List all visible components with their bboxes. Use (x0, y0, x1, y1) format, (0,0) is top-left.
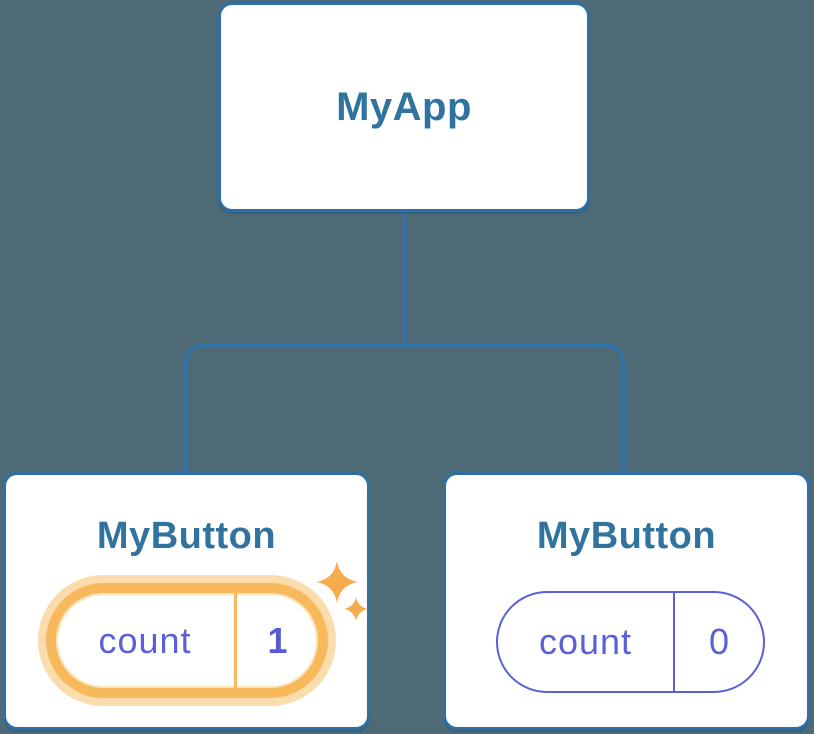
state-badge-divider (673, 593, 675, 691)
state-badge-divider (234, 593, 237, 688)
state-value-cell: 0 (675, 593, 763, 691)
state-key-cell: count (56, 593, 234, 688)
sparkles-icon (316, 561, 368, 621)
state-key-cell: count (498, 593, 673, 691)
sparkle-small (344, 597, 368, 621)
child-component-card-plain: MyButton count 0 (443, 472, 810, 730)
state-value: 0 (708, 621, 730, 662)
state-key-label: count (538, 621, 633, 662)
sparkle-large (316, 561, 358, 603)
state-badge-plain: count 0 (496, 591, 765, 693)
state-badge-highlighted: count 1 (46, 583, 328, 698)
child-component-card-highlighted: MyButton count 1 (3, 472, 370, 730)
child-component-label: MyButton (536, 515, 717, 557)
child-component-label: MyButton (96, 515, 277, 557)
connector-branch (183, 343, 626, 474)
state-value: 1 (267, 619, 288, 661)
root-component-card: MyApp (218, 2, 590, 212)
root-component-label: MyApp (336, 84, 472, 129)
state-key-label: count (98, 619, 192, 661)
state-value-cell: 1 (237, 593, 318, 688)
